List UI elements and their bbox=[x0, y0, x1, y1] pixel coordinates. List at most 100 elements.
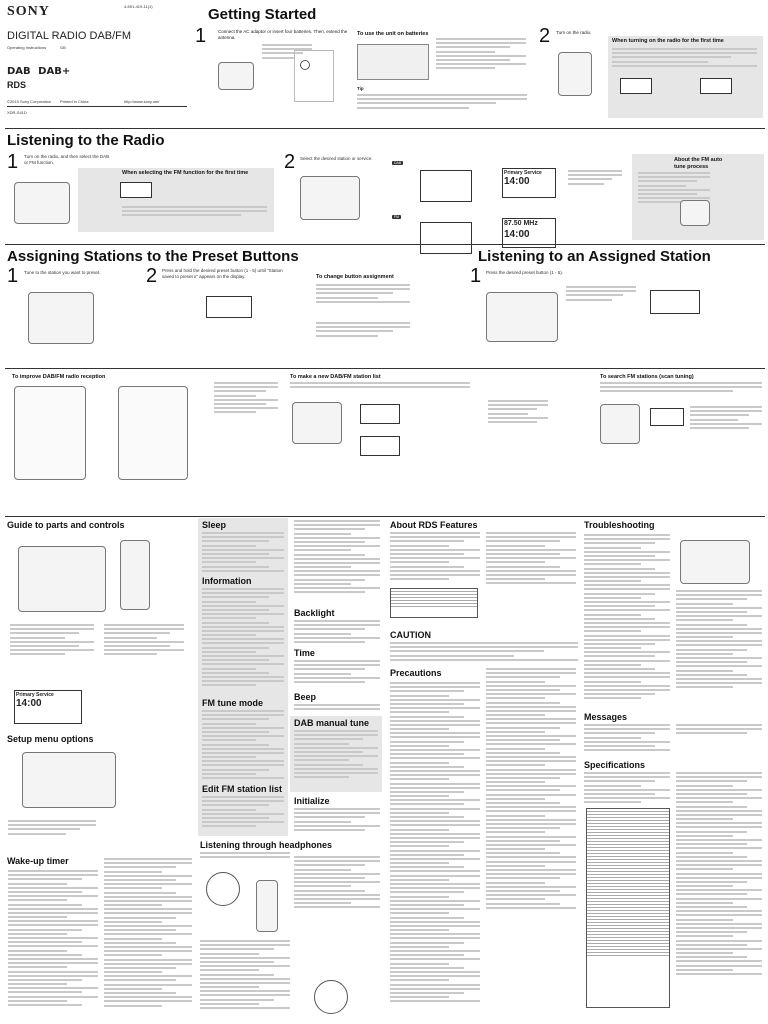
lr-step-1-text: Turn on the radio, and then select the D… bbox=[24, 154, 110, 165]
time-text-lines bbox=[294, 660, 380, 685]
doc-code: 4-591-419-11(1) bbox=[124, 4, 153, 9]
lr-step-1-number: 1 bbox=[7, 151, 19, 173]
use-batteries-title: To use the unit on batteries bbox=[357, 31, 429, 37]
brand-logo: SONY bbox=[7, 4, 50, 19]
product-title: DIGITAL RADIO DAB/FM bbox=[7, 30, 132, 42]
caution-heading: CAUTION bbox=[390, 630, 431, 640]
fm-first-time-title: When selecting the FM function for the f… bbox=[122, 170, 249, 176]
manual-label: Operating Instructions bbox=[7, 45, 47, 50]
radio-illustration-lr2 bbox=[300, 176, 360, 220]
fm-first-time-panel bbox=[78, 168, 274, 232]
backlight-text-lines bbox=[294, 620, 380, 645]
battery-compartment-illustration bbox=[680, 540, 750, 584]
radio-front-illustration bbox=[18, 546, 106, 612]
messages-heading: Messages bbox=[584, 712, 628, 722]
dab-manual-tune-heading: DAB manual tune bbox=[294, 718, 370, 728]
precautions-col-b bbox=[486, 668, 576, 911]
fm-first-screen bbox=[120, 182, 152, 198]
lr2-dab-text-lines bbox=[568, 170, 622, 187]
fm-playing-screen: 87.50 MHz 14:00 bbox=[502, 218, 556, 248]
as-step-1-number: 1 bbox=[7, 265, 19, 287]
beep-heading: Beep bbox=[294, 692, 317, 702]
initialize-heading: Initialize bbox=[294, 796, 330, 806]
new-list-notes-lines bbox=[488, 400, 548, 425]
fm-tab-1: FM bbox=[392, 214, 402, 220]
headphones-heading: Listening through headphones bbox=[200, 840, 332, 850]
la-step-1-text: Press the desired preset button (1 - 5). bbox=[486, 270, 564, 275]
radio-illustration-lr1 bbox=[14, 182, 70, 224]
search-text-lines-2 bbox=[690, 406, 762, 431]
assigning-heading: Assigning Stations to the Preset Buttons bbox=[7, 248, 299, 265]
website: http://www.sony.net/ bbox=[124, 99, 160, 104]
parts-legend-lines bbox=[10, 624, 94, 658]
improve-reception-title: To improve DAB/FM radio reception bbox=[12, 374, 106, 380]
gs-step-1-number: 1 bbox=[195, 25, 207, 47]
lr-step-2-text: Select the desired station or service. bbox=[300, 156, 373, 161]
setup-menu-heading: Setup menu options bbox=[7, 734, 94, 744]
ac-adaptor-icon bbox=[300, 60, 310, 70]
headphones-note-lines bbox=[200, 940, 290, 1011]
precautions-heading: Precautions bbox=[390, 668, 442, 678]
rds-table bbox=[390, 588, 478, 618]
information-text-lines bbox=[202, 588, 284, 689]
first-time-screen-1 bbox=[620, 78, 652, 94]
caution-text-lines bbox=[390, 642, 578, 663]
change-assignment-text-lines bbox=[316, 284, 410, 305]
setup-menu-text-lines bbox=[8, 820, 96, 837]
lr-step-2-number: 2 bbox=[284, 151, 296, 173]
as-step-2-text: Press and hold the desired preset button… bbox=[162, 268, 283, 279]
wake-up-timer-heading: Wake-up timer bbox=[7, 856, 69, 866]
dab-playing-screen: Primary Service 14:00 bbox=[502, 168, 556, 198]
assigning-tip-lines bbox=[316, 322, 410, 339]
radio-illustration-as1 bbox=[28, 292, 94, 344]
col3-text-lines-top bbox=[294, 520, 380, 595]
radio-illustration-gs2 bbox=[558, 52, 592, 96]
search-stations-title: To search FM stations (scan tuning) bbox=[600, 374, 694, 380]
reception-note-lines bbox=[214, 382, 278, 416]
parts-legend-lines-2 bbox=[104, 624, 184, 658]
fm-tune-mode-text-lines bbox=[202, 710, 284, 781]
divider-2 bbox=[5, 244, 765, 245]
gs-step-2-number: 2 bbox=[539, 25, 551, 47]
station-saved-screen bbox=[206, 296, 252, 318]
precautions-col-a bbox=[390, 682, 480, 1004]
radio-menu-illustration bbox=[22, 752, 116, 808]
radio-search-illustration bbox=[600, 404, 640, 444]
radio-illustration-la1 bbox=[486, 292, 558, 342]
fm-auto-tune-text-lines bbox=[638, 172, 710, 206]
fm-station-list-screen bbox=[420, 222, 472, 254]
trouble-text-lines bbox=[584, 534, 670, 702]
radio-antenna-illustration bbox=[118, 386, 188, 480]
radio-new-list-illustration bbox=[292, 402, 342, 444]
dab-manual-text-lines bbox=[294, 730, 378, 780]
tip-label-gs: Tip bbox=[357, 86, 364, 91]
battery-text-lines bbox=[436, 38, 526, 72]
display-service-name: Primary Service bbox=[16, 692, 54, 698]
sleep-text-lines bbox=[202, 532, 284, 574]
wake-up-text-lines bbox=[8, 870, 98, 1008]
search-text-lines bbox=[600, 382, 762, 395]
change-assignment-title: To change button assignment bbox=[316, 274, 394, 280]
wake-up-steps-lines bbox=[104, 858, 192, 1009]
getting-started-heading: Getting Started bbox=[208, 6, 317, 23]
rds-features-heading: About RDS Features bbox=[390, 520, 478, 530]
dab-time-display: 14:00 bbox=[504, 176, 530, 188]
la1-text-lines bbox=[566, 286, 636, 303]
gs-step-2-text: Turn on the radio. bbox=[556, 30, 592, 35]
gs1-illustration-box bbox=[294, 50, 334, 102]
display-screen-example: Primary Service 14:00 bbox=[14, 690, 82, 724]
spec-right-lines bbox=[676, 772, 762, 977]
model-number: XDR-S41D bbox=[7, 110, 27, 115]
messages-text-lines bbox=[584, 724, 670, 753]
rds-logo: RDS bbox=[7, 80, 27, 90]
display-time: 14:00 bbox=[16, 698, 42, 710]
tip-text-lines-gs bbox=[357, 94, 527, 111]
new-list-text-lines bbox=[290, 382, 470, 390]
information-heading: Information bbox=[202, 576, 252, 586]
radio-headphones-illustration bbox=[256, 880, 278, 932]
initialize-text-lines bbox=[294, 808, 380, 833]
gs-step-1-text: Connect the AC adaptor or insert four ba… bbox=[218, 29, 348, 40]
dab-manual-tune-panel bbox=[290, 716, 382, 792]
divider-1 bbox=[5, 128, 765, 129]
rds-text-lines bbox=[390, 532, 480, 582]
